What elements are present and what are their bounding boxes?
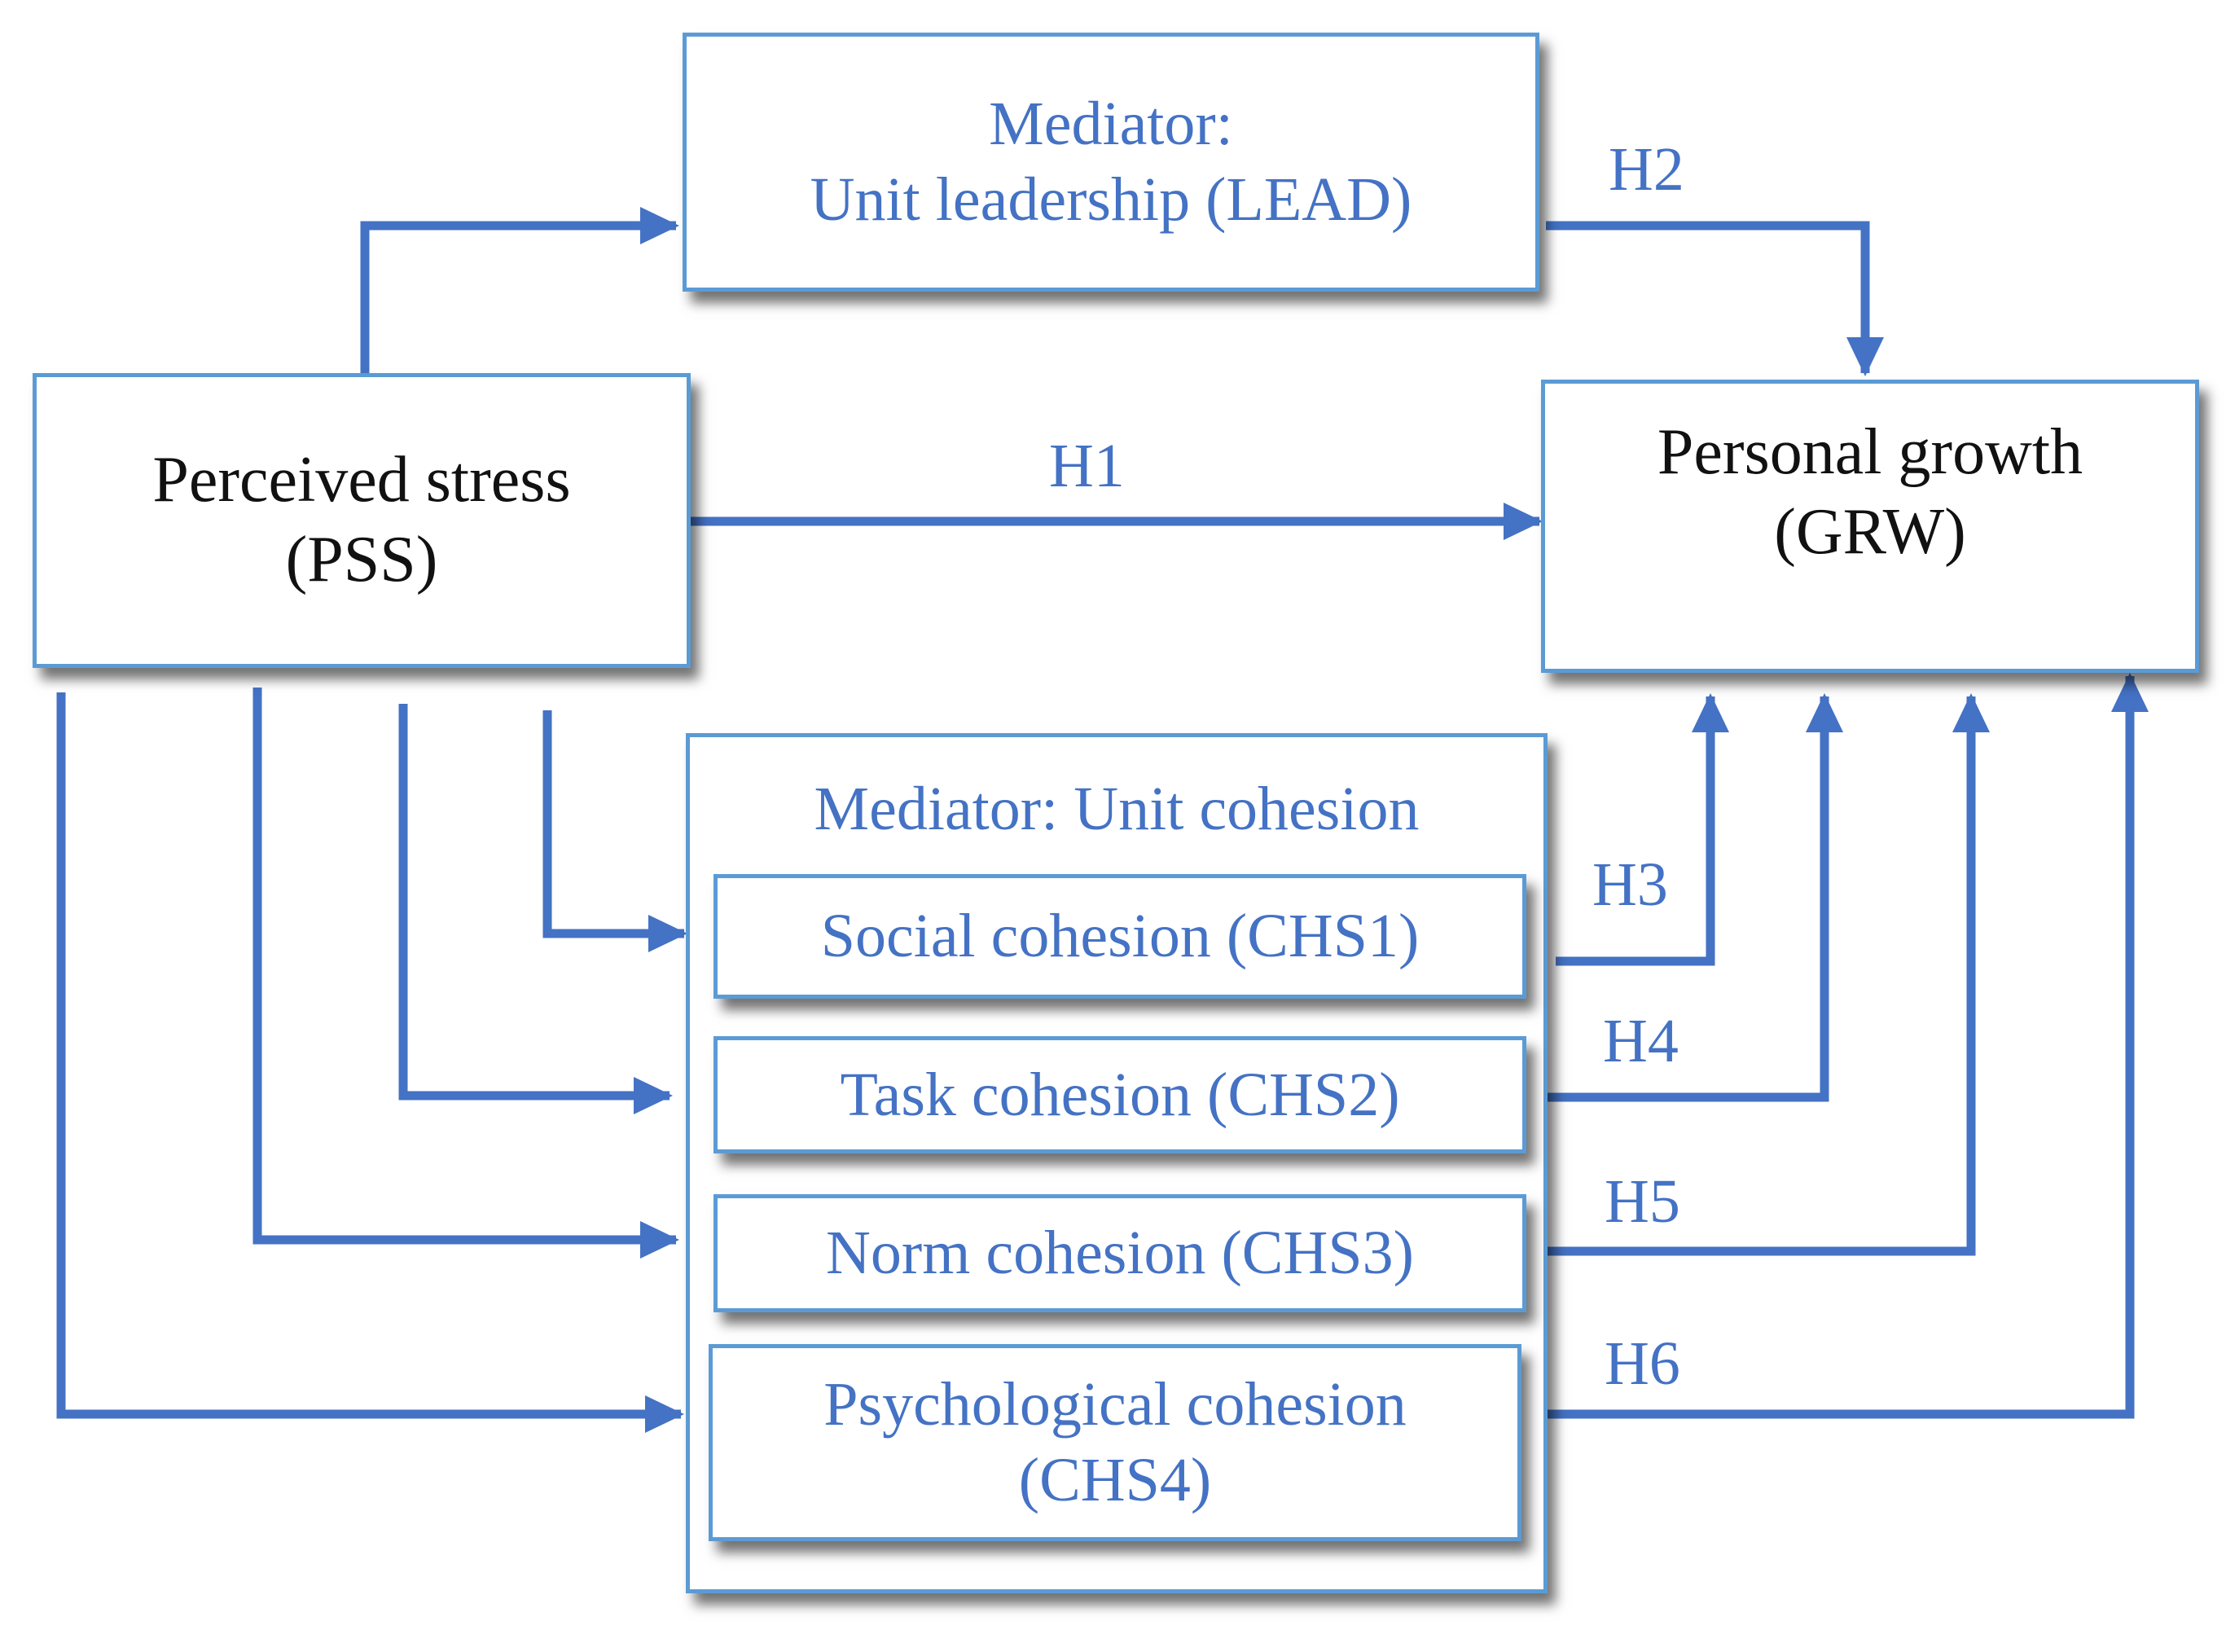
lead-box: Mediator: Unit leadership (LEAD) <box>683 33 1539 292</box>
chs4-box: Psychological cohesion (CHS4) <box>709 1344 1521 1541</box>
hypothesis-h3-label: H3 <box>1592 850 1668 919</box>
chs2-box: Task cohesion (CHS2) <box>713 1036 1526 1153</box>
pss-label-line2: (PSS) <box>285 524 438 595</box>
lead-label-line2: Unit leadership (LEAD) <box>810 165 1412 234</box>
arrow-pss-to-chs2 <box>398 704 673 1114</box>
chs3-label: Norm cohesion (CHS3) <box>826 1219 1414 1288</box>
chs4-label-line2: (CHS4) <box>1018 1446 1212 1514</box>
cohesion-title: Mediator: Unit cohesion <box>814 775 1420 843</box>
chs4-label-line1: Psychological cohesion <box>823 1370 1407 1439</box>
hypothesis-h5-label: H5 <box>1605 1167 1680 1236</box>
grw-label-line1: Personal growth <box>1657 416 2083 488</box>
arrow-pss-to-chs1 <box>542 710 687 952</box>
arrow-h6-chs4-to-grw <box>1546 673 2149 1419</box>
arrow-h5-chs3-to-grw <box>1546 693 1990 1256</box>
arrow-h3-chs1-to-grw <box>1556 693 1729 966</box>
chs1-label: Social cohesion (CHS1) <box>820 902 1420 971</box>
hypothesis-h1-label: H1 <box>1049 432 1125 500</box>
chs3-box: Norm cohesion (CHS3) <box>713 1194 1526 1312</box>
hypothesis-h2-label: H2 <box>1609 135 1684 204</box>
arrow-pss-to-chs3 <box>252 688 679 1259</box>
hypothesis-h6-label: H6 <box>1605 1329 1680 1398</box>
grw-label-line2: (GRW) <box>1774 495 1966 568</box>
chs2-label: Task cohesion (CHS2) <box>840 1060 1400 1129</box>
arrow-h2-lead-to-grw <box>1546 221 1884 376</box>
chs1-box: Social cohesion (CHS1) <box>713 874 1526 999</box>
arrow-pss-to-lead <box>360 207 679 373</box>
arrow-pss-to-chs4 <box>56 692 684 1433</box>
grw-box: Personal growth (GRW) <box>1541 380 2199 673</box>
pss-label-line1: Perceived stress <box>152 444 571 516</box>
lead-label-line1: Mediator: <box>989 90 1233 159</box>
hypothesis-h4-label: H4 <box>1603 1007 1679 1075</box>
arrow-h4-chs2-to-grw <box>1508 693 1843 1102</box>
pss-box: Perceived stress (PSS) <box>33 373 691 668</box>
